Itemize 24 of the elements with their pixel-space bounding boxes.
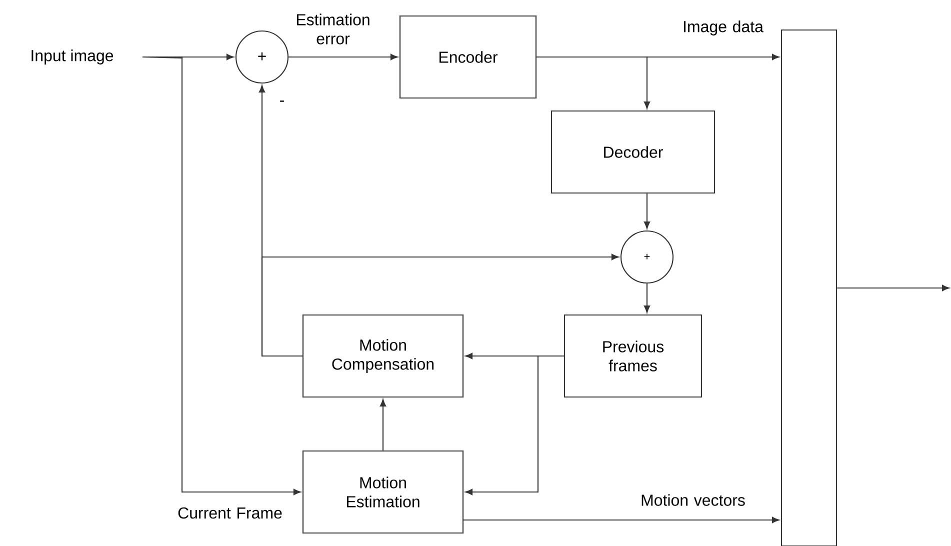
multiplexer-box xyxy=(780,29,838,546)
arrow xyxy=(837,284,950,292)
arrow xyxy=(380,399,386,450)
edge-label: Motion vectors xyxy=(642,494,745,506)
process-box: Motion Compensation xyxy=(302,314,464,398)
arrow xyxy=(464,516,780,524)
process-box: Motion Estimation xyxy=(302,450,464,534)
edge-label: - xyxy=(280,100,284,102)
process-box: Encoder xyxy=(399,15,537,99)
arrow xyxy=(261,254,619,357)
arrow xyxy=(465,355,564,496)
summing-junction: + xyxy=(620,230,674,284)
edge-label: Estimation error xyxy=(296,14,370,44)
process-box: Decoder xyxy=(550,110,716,194)
edge-label: Image data xyxy=(684,20,764,36)
process-box: Previous frames xyxy=(564,314,702,398)
arrow xyxy=(644,284,650,313)
edge-label: Current Frame xyxy=(178,507,282,519)
arrow xyxy=(288,54,398,60)
input-label: Input image xyxy=(32,50,114,64)
arrow xyxy=(142,56,301,496)
arrow xyxy=(536,56,650,109)
summing-junction: + xyxy=(235,30,289,84)
arrow xyxy=(644,194,650,229)
